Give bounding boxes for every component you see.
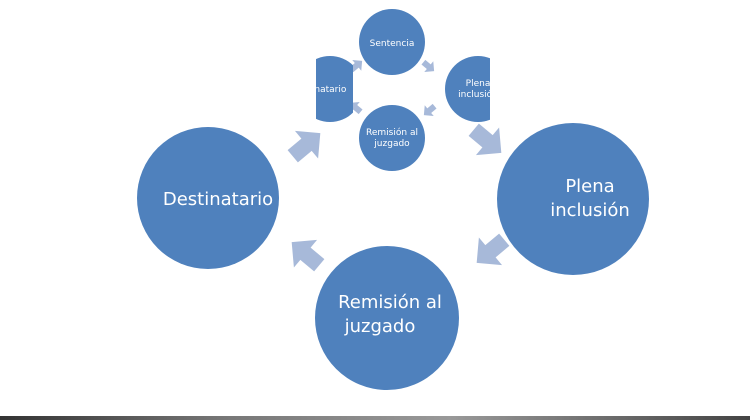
svg-text:Destinatario: Destinatario xyxy=(163,189,273,210)
arrow-icon xyxy=(280,228,331,280)
node-destinatario: Destinatario xyxy=(137,127,279,269)
mini-node-sentencia: Sentencia xyxy=(359,9,425,75)
svg-text:Remisión al: Remisión al xyxy=(366,127,418,138)
node-plena-inclusion: Plena inclusión xyxy=(497,123,649,275)
svg-text:Plena: Plena xyxy=(565,176,614,197)
node-remision-al-juzgado: Remisión al juzgado xyxy=(315,246,459,390)
mini-node-remision: Remisión al juzgado xyxy=(359,105,425,171)
svg-text:Sentencia: Sentencia xyxy=(370,39,415,49)
mini-node-destinatario: stinatario xyxy=(304,56,353,122)
svg-text:Remisión al: Remisión al xyxy=(338,292,442,313)
mini-node-plena-inclusion: Plena inclusión xyxy=(445,56,498,122)
arrow-icon xyxy=(281,119,332,171)
svg-text:stinatario: stinatario xyxy=(304,85,347,95)
svg-text:Plena: Plena xyxy=(466,79,491,89)
arrow-icon xyxy=(462,115,513,167)
arrow-icon xyxy=(418,56,439,77)
svg-text:inclusión: inclusión xyxy=(550,200,630,221)
svg-text:juzgado: juzgado xyxy=(344,316,416,337)
arrow-icon xyxy=(419,100,440,121)
svg-text:juzgado: juzgado xyxy=(373,139,410,149)
bottom-border xyxy=(0,416,750,420)
svg-text:inclusión: inclusión xyxy=(458,89,498,100)
